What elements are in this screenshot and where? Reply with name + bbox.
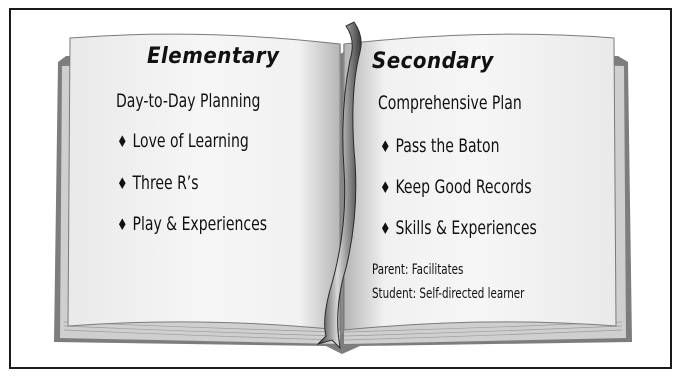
right-bullet-label: Pass the Baton bbox=[395, 135, 500, 157]
ribbon-bookmark bbox=[316, 21, 362, 350]
right-page bbox=[343, 33, 617, 331]
right-bullet-item: ♦Keep Good Records bbox=[380, 176, 532, 198]
right-bullet-item: ♦Skills & Experiences bbox=[380, 217, 537, 239]
left-bullet-item: ♦Three R’s bbox=[117, 172, 199, 194]
left-bullet-label: Love of Learning bbox=[132, 130, 249, 152]
diamond-bullet-icon: ♦ bbox=[380, 137, 391, 156]
left-page-subheading: Day-to-Day Planning bbox=[116, 90, 261, 112]
left-bullet-item: ♦Play & Experiences bbox=[117, 213, 267, 235]
diamond-bullet-icon: ♦ bbox=[380, 178, 391, 197]
left-bullet-label: Three R’s bbox=[132, 172, 199, 194]
diamond-bullet-icon: ♦ bbox=[117, 215, 128, 234]
left-bullet-item: ♦Love of Learning bbox=[117, 130, 249, 152]
diamond-bullet-icon: ♦ bbox=[117, 174, 128, 193]
right-bullet-label: Skills & Experiences bbox=[395, 217, 537, 239]
left-page bbox=[67, 33, 341, 331]
parent-role-note: Parent: Facilitates bbox=[372, 262, 464, 278]
right-page-heading: Secondary bbox=[372, 49, 494, 74]
left-page-heading: Elementary bbox=[147, 44, 280, 69]
right-page-subheading: Comprehensive Plan bbox=[378, 92, 522, 114]
student-role-note: Student: Self-directed learner bbox=[372, 286, 525, 302]
diamond-bullet-icon: ♦ bbox=[117, 132, 128, 151]
diamond-bullet-icon: ♦ bbox=[380, 219, 391, 238]
right-bullet-item: ♦Pass the Baton bbox=[380, 135, 500, 157]
left-bullet-label: Play & Experiences bbox=[132, 213, 268, 235]
right-bullet-label: Keep Good Records bbox=[395, 176, 532, 198]
